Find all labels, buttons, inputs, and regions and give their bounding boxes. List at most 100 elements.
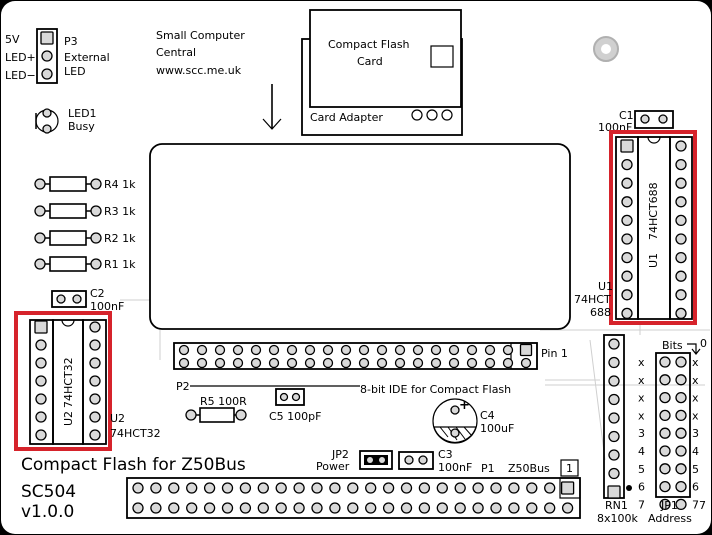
- c1-pad: [658, 114, 668, 124]
- resistor-pad: [90, 178, 102, 190]
- u1-pad: [675, 140, 687, 152]
- jp1-right-label: x: [692, 409, 699, 422]
- board-title: Compact Flash for Z50Bus: [21, 455, 246, 475]
- u2-pad: [35, 375, 47, 387]
- background-trace: [589, 339, 606, 461]
- jp1-left-label: 3: [638, 427, 645, 440]
- u1-pad: [675, 177, 687, 189]
- jp1-pad: [675, 427, 687, 439]
- jp2-outline: [359, 450, 393, 470]
- cf-card-square: [430, 45, 454, 68]
- p3-pad: [41, 50, 53, 62]
- resistor-body: [49, 230, 87, 246]
- jp1-pad: [675, 463, 687, 475]
- r5-pad: [185, 409, 197, 421]
- cf-body-outline: [149, 143, 571, 330]
- jp1-pad: [659, 409, 671, 422]
- p1-pad: [275, 502, 287, 514]
- p1-pad: [508, 482, 520, 494]
- p2-pad: [268, 357, 280, 369]
- c5-label: C5 100pF: [269, 410, 321, 423]
- c3-outline: [398, 451, 434, 470]
- p1-pad: [347, 502, 359, 514]
- p2-pad: [484, 357, 496, 369]
- board-version: v1.0.0: [21, 502, 74, 522]
- p2-pad: [322, 357, 334, 369]
- c5-pad: [291, 392, 301, 402]
- rn1-pad: [608, 375, 620, 387]
- p3-pin3-label: LED−: [5, 69, 36, 82]
- c1-ref: C1: [619, 109, 634, 122]
- p1-pad: [418, 502, 431, 514]
- p2-pad: [466, 344, 478, 356]
- credits-line3: www.scc.me.uk: [156, 64, 242, 77]
- p2-pin1-marker: [510, 342, 538, 370]
- u2-pad: [89, 393, 101, 405]
- jp1-left-label: 6: [638, 481, 645, 494]
- cf-hole: [411, 109, 423, 121]
- resistor-pad: [34, 258, 46, 270]
- p3-pad: [41, 68, 53, 80]
- u1-pad: [621, 307, 633, 320]
- p2-pad: [519, 343, 533, 357]
- u2-side-ref: U2: [110, 412, 125, 425]
- u2-pad: [89, 411, 101, 423]
- p2-pad: [502, 344, 514, 356]
- jp1-left-label: 4: [638, 445, 645, 458]
- jp1-pad: [675, 498, 687, 511]
- p1-desc: Z50Bus: [508, 462, 550, 475]
- u2-pad: [89, 321, 101, 333]
- jp1-right-label: 5: [692, 463, 699, 476]
- resistor-label: R3 1k: [104, 205, 136, 218]
- p2-ref: P2: [176, 380, 190, 393]
- jp1-bits-label: Bits: [662, 339, 683, 352]
- p1-pad: [472, 502, 484, 514]
- jp1-left-label: x: [638, 374, 645, 387]
- u2-pad: [34, 320, 48, 334]
- u1-pad: [620, 139, 634, 153]
- u1-pad: [675, 233, 687, 245]
- c3-value: 100nF: [438, 461, 472, 474]
- resistor-body: [49, 176, 87, 192]
- rn1-pad: [608, 430, 620, 443]
- jp1-right-label: 3: [692, 427, 699, 440]
- jp1-left-label: 5: [638, 463, 645, 476]
- c4-plus: +: [459, 398, 470, 413]
- r5-pad: [235, 409, 247, 421]
- p2-pad: [304, 357, 316, 369]
- p1-pin1-marker: [559, 477, 581, 499]
- u2-pad: [35, 357, 47, 369]
- jp1-right-label: x: [692, 374, 699, 387]
- p2-pad: [322, 344, 334, 356]
- p3-header-outline: [36, 28, 58, 84]
- p2-pad: [376, 344, 388, 356]
- p1-pad: [544, 482, 556, 494]
- p2-desc: 8-bit IDE for Compact Flash: [360, 383, 511, 396]
- p1-pad: [293, 482, 305, 494]
- p2-pad: [340, 357, 352, 369]
- p2-pad: [304, 344, 316, 356]
- p2-pad: [394, 344, 406, 356]
- p1-pad: [186, 482, 198, 494]
- u2-pad: [35, 429, 47, 441]
- u1-part: 74HCT688: [647, 182, 660, 240]
- p1-pad: [132, 482, 144, 494]
- jp1-left-label: x: [638, 356, 645, 369]
- jp1-pad: [659, 391, 671, 404]
- u2-pad: [35, 393, 47, 405]
- p2-pad: [232, 357, 244, 369]
- rn1-ref: RN1: [605, 499, 628, 512]
- p3-pin1-label: 5V: [5, 33, 20, 46]
- rn1-pad: [607, 485, 621, 499]
- p1-pad: [472, 482, 484, 494]
- u1-pad: [675, 270, 687, 282]
- resistor-pad: [90, 205, 102, 217]
- p1-pad: [418, 482, 431, 494]
- p1-pad: [490, 482, 502, 494]
- p2-pad: [466, 357, 478, 369]
- u1-side-part1: 74HCT: [574, 293, 611, 306]
- jp1-pad: [659, 356, 671, 368]
- p1-pad: [365, 482, 377, 494]
- p1-pad: [454, 482, 466, 494]
- jp2-shunt: [364, 455, 388, 465]
